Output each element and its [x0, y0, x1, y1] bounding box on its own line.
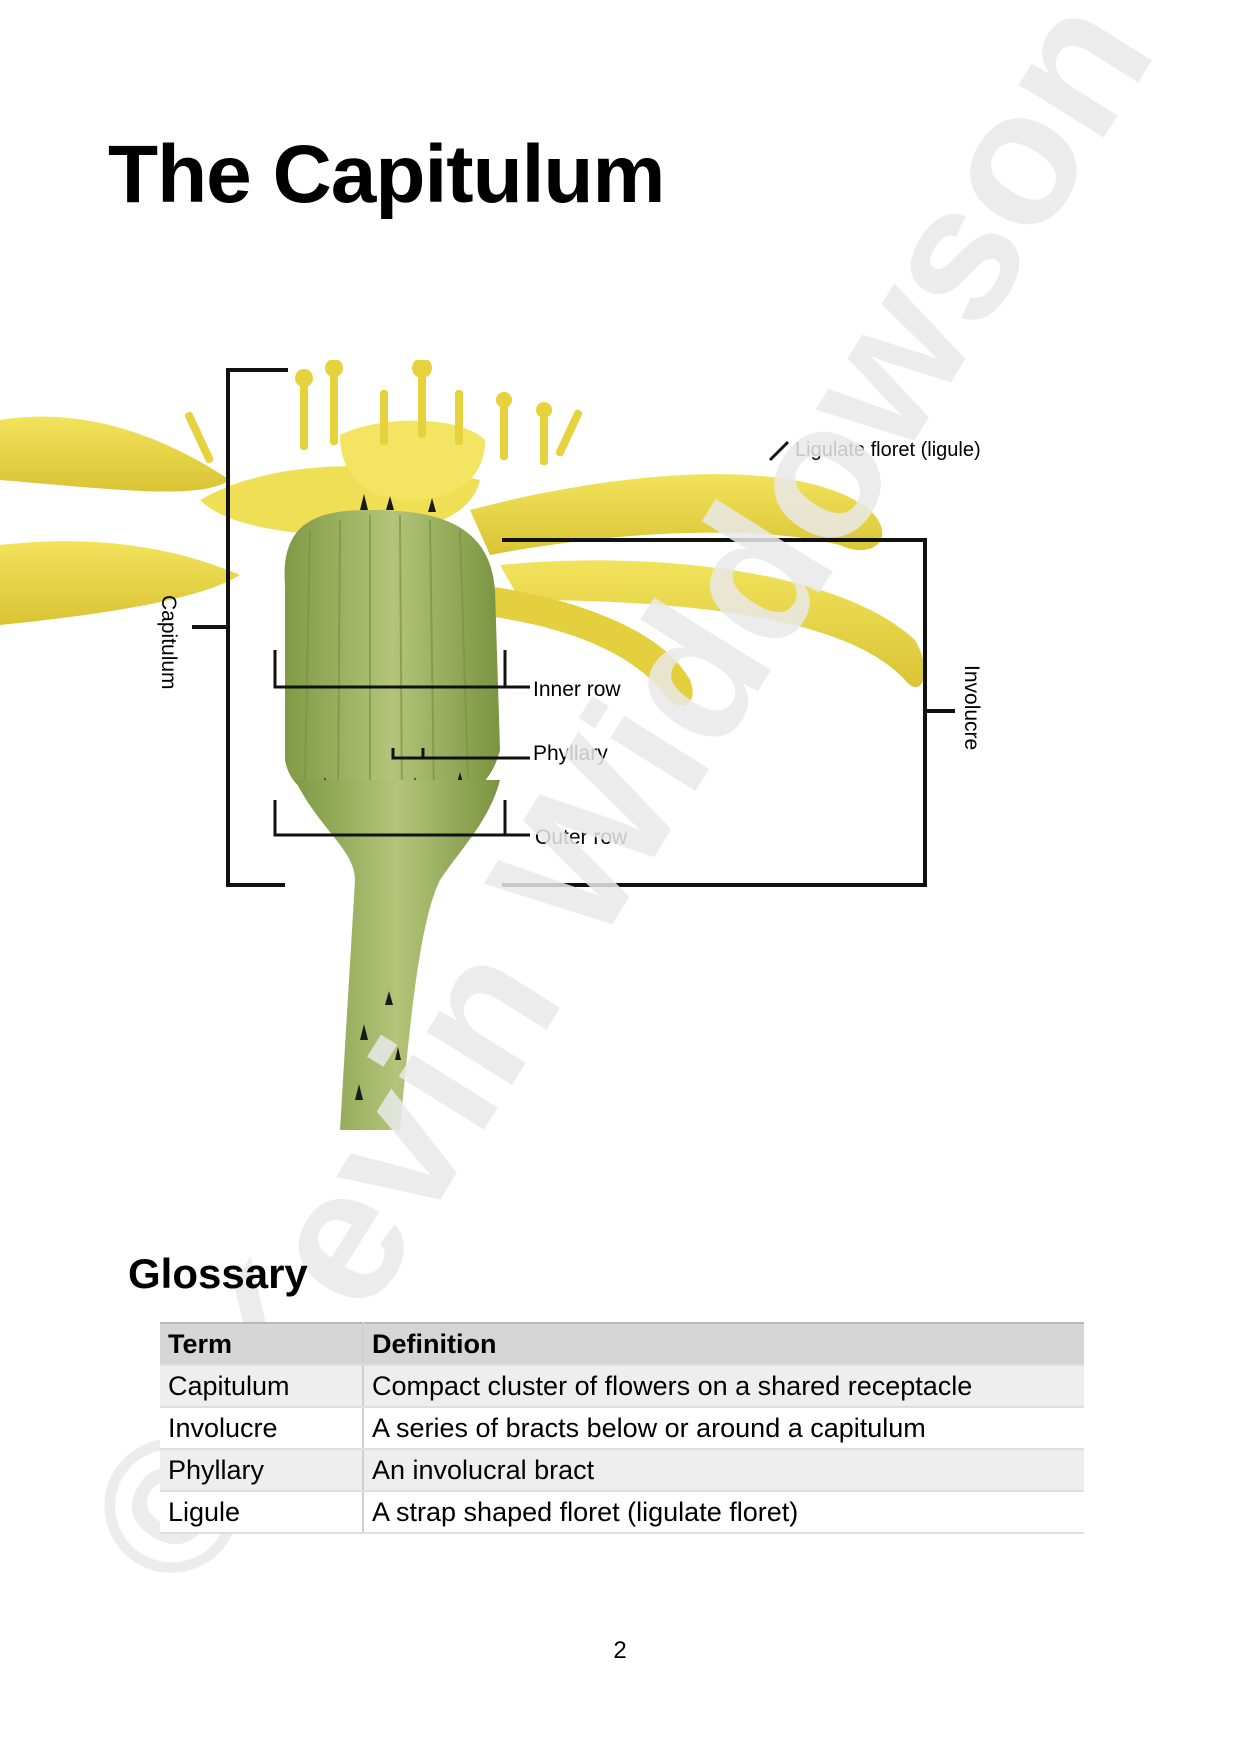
page-number: 2: [613, 1637, 627, 1664]
phyllary-stripes: [304, 514, 469, 811]
definition-cell: Compact cluster of flowers on a shared r…: [363, 1365, 1084, 1408]
definition-cell: A series of bracts below or around a cap…: [363, 1407, 1084, 1450]
capitulum-bracket: [226, 368, 288, 887]
table-row: Capitulum Compact cluster of flowers on …: [160, 1365, 1084, 1408]
ligule-center-cup: [340, 420, 485, 500]
flower-illustration: [0, 360, 925, 1130]
inner-row-bracket: [273, 650, 530, 689]
ligule-right-drooping: [480, 585, 693, 706]
phyllary-bracket: [391, 748, 530, 760]
definition-cell: An involucral bract: [363, 1449, 1084, 1492]
ligule-right-lower: [500, 560, 925, 688]
table-header-row: Term Definition: [160, 1322, 1084, 1366]
definition-cell: A strap shaped floret (ligulate floret): [363, 1491, 1084, 1534]
label-capitulum: Capitulum: [157, 595, 180, 690]
annotation-brackets: [192, 368, 955, 887]
label-inner-row: Inner row: [533, 678, 621, 701]
capitulum-figure: Ligulate floret (ligule) Capitulum Invol…: [0, 360, 983, 1130]
column-header-term: Term: [160, 1322, 364, 1366]
ligule-right-upper: [470, 474, 883, 555]
label-involucre: Involucre: [960, 665, 983, 750]
outer-row-bracket: [273, 800, 530, 837]
ligule-left-upper: [0, 416, 230, 492]
term-cell: Phyllary: [160, 1449, 364, 1492]
table-row: Involucre A series of bracts below or ar…: [160, 1407, 1084, 1450]
label-phyllary: Phyllary: [533, 742, 608, 765]
column-header-definition: Definition: [363, 1322, 1084, 1366]
table-row: Phyllary An involucral bract: [160, 1449, 1084, 1492]
ligule-left-lower: [0, 541, 240, 625]
glossary-table: Term Definition Capitulum Compact cluste…: [160, 1322, 1084, 1534]
table-row: Ligule A strap shaped floret (ligulate f…: [160, 1491, 1084, 1534]
stem: [295, 780, 500, 1130]
term-cell: Involucre: [160, 1407, 364, 1450]
label-ligulate-floret: Ligulate floret (ligule): [795, 439, 981, 461]
term-cell: Capitulum: [160, 1365, 364, 1408]
page-title: The Capitulum: [108, 129, 665, 220]
ligulate-floret-pointer: [768, 440, 790, 462]
stem-bristles: [355, 991, 401, 1100]
glossary-heading: Glossary: [128, 1250, 308, 1297]
term-cell: Ligule: [160, 1491, 364, 1534]
label-outer-row: Outer row: [535, 826, 628, 849]
florets-top: [184, 360, 583, 465]
